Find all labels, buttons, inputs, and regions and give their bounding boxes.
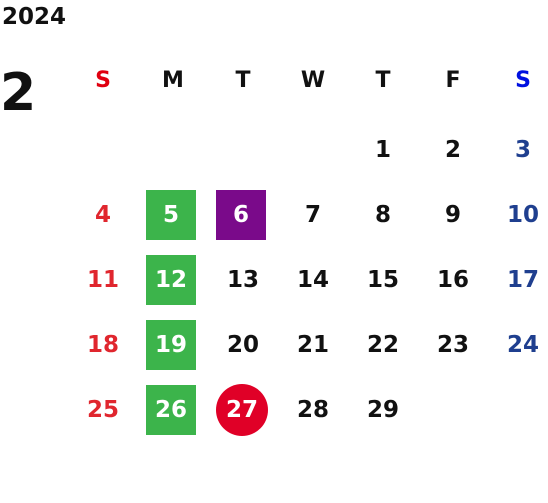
month-number: 2 [0,63,37,123]
day-cell[interactable]: 2 [444,137,461,163]
day-cell[interactable]: 7 [304,202,321,228]
day-cell[interactable]: 18 [86,332,119,358]
day-cell[interactable]: 25 [86,397,119,423]
day-cell[interactable]: 21 [296,332,329,358]
day-cell[interactable]: 14 [296,267,329,293]
day-cell[interactable]: 17 [506,267,539,293]
day-cell[interactable]: 9 [444,202,461,228]
day-cell-highlighted[interactable]: 6 [216,190,266,240]
day-cell[interactable]: 11 [86,267,119,293]
day-cell[interactable]: 23 [436,332,469,358]
weekday-tuesday: T [235,68,251,93]
day-cell[interactable]: 20 [226,332,259,358]
weekday-friday: F [445,68,461,93]
day-cell[interactable]: 10 [506,202,539,228]
day-cell[interactable]: 16 [436,267,469,293]
weekday-sunday: S [95,68,111,93]
day-cell[interactable]: 8 [374,202,391,228]
weekday-thursday: T [375,68,391,93]
day-cell[interactable]: 1 [374,137,391,163]
day-cell[interactable]: 3 [514,137,531,163]
day-cell[interactable]: 13 [226,267,259,293]
weekday-monday: M [162,68,184,93]
day-cell[interactable]: 15 [366,267,399,293]
day-cell-highlighted[interactable]: 5 [146,190,196,240]
weekday-wednesday: W [300,68,326,93]
day-cell[interactable]: 4 [94,202,111,228]
day-cell[interactable]: 24 [506,332,539,358]
day-cell-highlighted[interactable]: 19 [146,320,196,370]
year-label: 2024 [2,4,67,30]
weekday-saturday: S [515,68,531,93]
day-cell[interactable]: 28 [296,397,329,423]
day-cell[interactable]: 29 [366,397,399,423]
day-cell-highlighted[interactable]: 26 [146,385,196,435]
day-cell-today[interactable]: 27 [216,384,268,436]
day-cell-highlighted[interactable]: 12 [146,255,196,305]
day-cell[interactable]: 22 [366,332,399,358]
